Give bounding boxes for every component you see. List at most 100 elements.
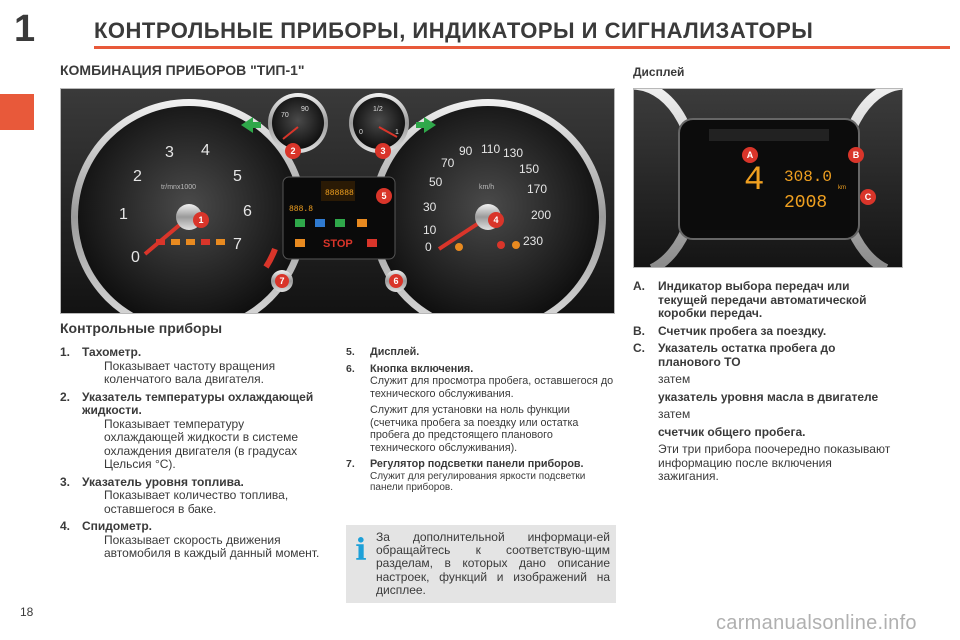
speed-tick-50: 50 bbox=[429, 175, 443, 189]
section-title: КОМБИНАЦИЯ ПРИБОРОВ "ТИП-1" bbox=[60, 62, 305, 78]
display-figure: 4 308.0 km 2008 A B C bbox=[633, 88, 903, 268]
item-heading: Указатель остатка пробега до планового Т… bbox=[658, 341, 836, 369]
central-display-odometer: 888888 bbox=[325, 189, 354, 198]
watermark: carmanualsonline.info bbox=[716, 612, 917, 634]
display-item-c: C. Указатель остатка пробега до плановог… bbox=[633, 341, 895, 484]
item-heading: Спидометр. bbox=[82, 519, 153, 533]
instrument-panel-drawing: 0 1 2 3 4 5 6 7 tr/mnx1000 0 10 30 50 70 bbox=[61, 89, 614, 313]
tach-tick-1: 1 bbox=[119, 206, 128, 223]
item-number: 2. bbox=[60, 389, 71, 404]
tach-tick-4: 4 bbox=[201, 142, 210, 159]
display-item-a: A. Индикатор выбора передач или текущей … bbox=[633, 279, 895, 321]
speed-warning-lamps bbox=[455, 241, 520, 251]
control-item-6: 6. Кнопка включения. Служит для просмотр… bbox=[346, 363, 616, 455]
speed-tick-90: 90 bbox=[459, 144, 473, 158]
item-heading: Кнопка включения. bbox=[370, 362, 474, 375]
item-text: Показывает частоту вращения коленчатого … bbox=[104, 358, 276, 386]
chapter-number: 1 bbox=[14, 8, 36, 50]
speed-tick-10: 10 bbox=[423, 223, 437, 237]
item-text: затем bbox=[658, 407, 691, 421]
speed-unit: km/h bbox=[479, 184, 494, 191]
callout-c: C bbox=[865, 192, 872, 202]
display-screen bbox=[678, 118, 860, 240]
callout-6: 6 bbox=[393, 276, 398, 286]
item-text: Эти три прибора поочередно показывают ин… bbox=[658, 442, 891, 483]
header-divider bbox=[94, 46, 950, 49]
stop-warning-label: STOP bbox=[323, 238, 353, 250]
info-icon: i bbox=[355, 533, 367, 568]
central-display-trip: 888.8 bbox=[289, 205, 313, 214]
speed-tick-170: 170 bbox=[527, 182, 547, 196]
central-display-lamp-block bbox=[321, 181, 355, 201]
temp-tick-70: 70 bbox=[281, 112, 289, 119]
controls-list: 5. Дисплей. 6. Кнопка включения. Служит … bbox=[346, 346, 616, 494]
instrument-panel-figure: 0 1 2 3 4 5 6 7 tr/mnx1000 0 10 30 50 70 bbox=[60, 88, 615, 314]
item-number: B. bbox=[633, 323, 645, 338]
callout-1: 1 bbox=[198, 215, 203, 225]
gauges-title: Контрольные приборы bbox=[60, 320, 223, 336]
fuel-needle bbox=[378, 126, 398, 138]
gauge-item-2: 2. Указатель температуры охлаждающей жид… bbox=[60, 389, 322, 472]
item-number: A. bbox=[633, 279, 645, 293]
item-number: 1. bbox=[60, 345, 71, 359]
gauge-item-4: 4. Спидометр. Показывает скорость движен… bbox=[60, 519, 322, 561]
info-text: За дополнительной информаци-ей обращайте… bbox=[376, 530, 610, 597]
item-text: Показывает скорость движения автомобиля … bbox=[104, 532, 320, 560]
callout-2: 2 bbox=[290, 146, 295, 156]
temp-tick-90: 90 bbox=[301, 106, 309, 113]
control-item-5: 5. Дисплей. bbox=[346, 346, 616, 359]
item-text: Служит для установки на ноль функции (сч… bbox=[370, 404, 579, 454]
turn-right-arrow-icon bbox=[416, 117, 436, 133]
item-heading: Счетчик пробега за поездку. bbox=[658, 323, 827, 338]
speed-tick-130: 130 bbox=[503, 146, 523, 160]
chapter-title: КОНТРОЛЬНЫЕ ПРИБОРЫ, ИНДИКАТОРЫ И СИГНАЛ… bbox=[94, 18, 814, 43]
trip-meter: 308.0 bbox=[784, 168, 832, 186]
speed-tick-200: 200 bbox=[531, 208, 551, 222]
item-heading: Дисплей. bbox=[370, 346, 420, 358]
gauges-list: 1. Тахометр. Показывает частоту вращения… bbox=[60, 345, 322, 565]
tach-tick-0: 0 bbox=[131, 249, 140, 266]
tachometer-redline bbox=[263, 247, 278, 269]
item-heading: Указатель уровня топлива. bbox=[82, 474, 244, 489]
tach-tick-3: 3 bbox=[165, 144, 174, 161]
callout-4: 4 bbox=[493, 215, 498, 225]
item-number: C. bbox=[633, 341, 645, 355]
temperature-gauge-dial bbox=[272, 97, 324, 149]
display-top-strip bbox=[709, 129, 829, 141]
item-number: 3. bbox=[60, 474, 71, 489]
item-heading: Регулятор подсветки панели приборов. bbox=[370, 458, 584, 470]
item-number: 4. bbox=[60, 519, 71, 533]
item-text: Служит для просмотра пробега, оставшегос… bbox=[370, 375, 614, 400]
tach-tick-5: 5 bbox=[233, 168, 242, 185]
fuel-tick-0: 0 bbox=[359, 129, 363, 136]
item-text: Показывает количество топлива, оставшего… bbox=[104, 488, 289, 516]
callout-b: B bbox=[853, 150, 860, 160]
callout-7: 7 bbox=[279, 276, 284, 286]
gauge-item-1: 1. Тахометр. Показывает частоту вращения… bbox=[60, 345, 322, 387]
display-legend-list: A. Индикатор выбора передач или текущей … bbox=[633, 279, 895, 484]
item-heading: Тахометр. bbox=[82, 345, 142, 359]
page-number: 18 bbox=[20, 605, 34, 619]
tach-unit: tr/mnx1000 bbox=[161, 184, 196, 191]
callout-5: 5 bbox=[381, 191, 386, 201]
speed-tick-110: 110 bbox=[481, 142, 500, 156]
central-display bbox=[282, 176, 396, 260]
display-title: Дисплей bbox=[633, 65, 685, 79]
chapter-tab-marker bbox=[0, 94, 34, 130]
fuel-tick-half: 1/2 bbox=[373, 106, 383, 113]
item-text: Служит для регулирования яркости подсвет… bbox=[370, 470, 586, 494]
tach-tick-2: 2 bbox=[133, 168, 142, 185]
item-heading: счетчик общего пробега. bbox=[658, 424, 806, 439]
item-heading: Индикатор выбора передач или текущей пер… bbox=[658, 279, 867, 320]
item-number: 6. bbox=[346, 362, 355, 375]
display-drawing: 4 308.0 km 2008 A B C bbox=[634, 89, 902, 267]
callout-3: 3 bbox=[380, 146, 385, 156]
trip-unit: km bbox=[838, 185, 846, 191]
item-text: Показывает температуру охлаждающей жидко… bbox=[104, 416, 299, 471]
central-display-indicator-lamps bbox=[295, 219, 377, 247]
temperature-needle bbox=[282, 126, 299, 140]
info-box: i За дополнительной информаци-ей обращай… bbox=[346, 525, 616, 603]
callout-a: A bbox=[747, 150, 754, 160]
item-number: 5. bbox=[346, 346, 355, 358]
display-item-b: B. Счетчик пробега за поездку. bbox=[633, 323, 895, 339]
